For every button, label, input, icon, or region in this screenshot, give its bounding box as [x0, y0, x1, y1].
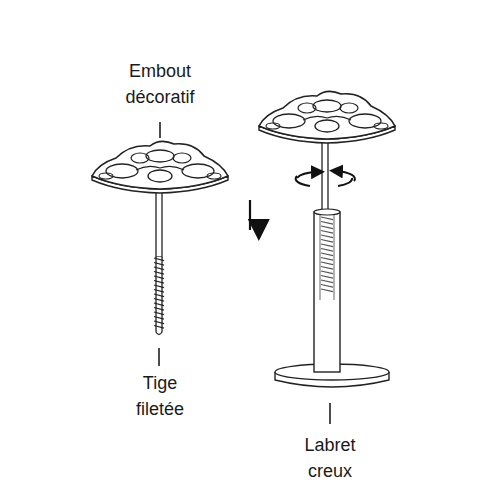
rotation-arrow: [336, 171, 355, 181]
rotation-arrow: [297, 172, 318, 178]
thread-stroke: [321, 267, 333, 270]
decorative-top: [259, 91, 395, 143]
inner-bore: [334, 215, 335, 300]
thread-stroke: [321, 231, 333, 234]
thread-stroke: [154, 312, 164, 315]
rotation-arrow: [338, 178, 352, 186]
thread-stroke: [321, 222, 333, 225]
thread-stroke: [321, 235, 333, 238]
thread-stroke: [321, 280, 333, 283]
insert-arrow: [249, 200, 251, 230]
thread-stroke: [321, 226, 333, 229]
thread-stroke: [321, 249, 333, 252]
labret-opening: [314, 209, 340, 215]
thread-stroke: [154, 299, 164, 302]
inner-bore: [320, 215, 321, 300]
screw-thread: [154, 258, 164, 328]
leader-line: [159, 122, 161, 138]
leader-line: [329, 403, 331, 424]
thread-stroke: [154, 258, 164, 261]
thread-stroke: [321, 271, 333, 274]
thread-stroke: [321, 262, 333, 265]
thread-stroke: [321, 285, 333, 288]
thread-stroke: [154, 281, 164, 284]
thread-stroke: [321, 276, 333, 279]
thread-stroke: [154, 321, 164, 324]
thread-stroke: [154, 267, 164, 270]
thread-stroke: [321, 240, 333, 243]
pin-shaft: [156, 185, 162, 257]
thread-stroke: [154, 294, 164, 297]
part-label: Embout décoratif: [104, 58, 216, 110]
thread-stroke: [321, 258, 333, 261]
thread-stroke: [154, 290, 164, 293]
leader-line: [158, 348, 160, 366]
thread-stroke: [154, 317, 164, 320]
part-label: Labret creux: [287, 432, 373, 484]
thread-stroke: [154, 326, 164, 329]
pin-shaft: [322, 135, 328, 215]
decorative-top: [92, 141, 228, 193]
thread-stroke: [154, 303, 164, 306]
thread-stroke: [154, 263, 164, 266]
part-label: Tige filetée: [117, 370, 203, 422]
thread-stroke: [154, 276, 164, 279]
thread-stroke: [321, 253, 333, 256]
hollow-labret: [314, 212, 340, 372]
thread-stroke: [321, 289, 333, 292]
thread-stroke: [154, 308, 164, 311]
thread-stroke: [154, 285, 164, 288]
thread-stroke: [321, 244, 333, 247]
thread-stroke: [321, 217, 333, 220]
screw-thread: [321, 217, 333, 292]
thread-stroke: [154, 272, 164, 275]
